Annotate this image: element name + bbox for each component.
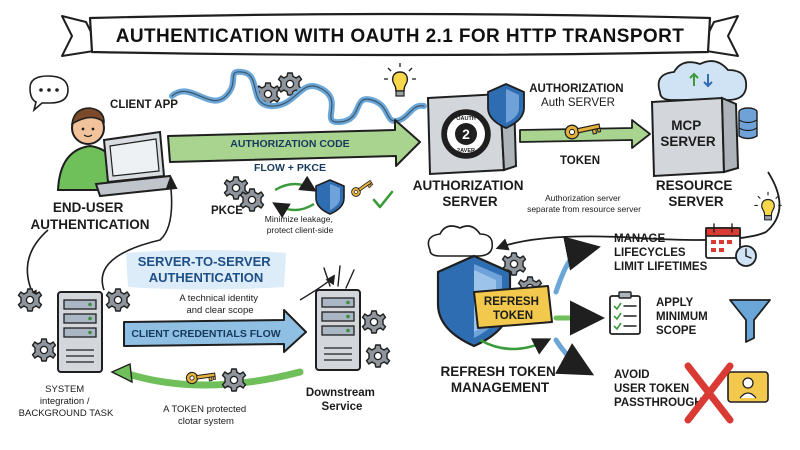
pkce-label: PKCE [211,205,243,217]
lifecycles-label: MANAGE LIFECYCLES LIMIT LIFETIMES [614,233,708,273]
auth-server-top-label: AUTHORIZATION Auth SERVER [529,83,627,109]
system-integration-label: SYSTEM integration / BACKGROUND TASK [19,384,114,419]
clock-icon [735,245,757,267]
auth-code-flow-sublabel: FLOW + PKCE [254,162,326,174]
gear-icon [239,188,265,212]
gear-icon [31,338,57,362]
gear-icon [221,368,247,392]
refresh-badge-label: REFRESH TOKEN [484,296,542,322]
cloud-icon [427,225,494,257]
token-label: TOKEN [560,155,600,167]
cycle-arrows-icon [479,338,552,355]
key-icon [349,177,374,199]
cycle-arrows-icon [272,175,317,219]
mcp-server-label: MCP SERVER [660,118,716,149]
token-protected-note: A TOKEN protected clotar system [163,404,249,427]
cloud-icon [657,60,748,101]
check-icon [372,190,394,209]
gear-icon [365,344,391,368]
speech-bubble-icon [29,75,69,113]
title-banner: AUTHENTICATION WITH OAUTH 2.1 FOR HTTP T… [61,12,739,57]
laptop-icon [94,130,178,198]
page-title: AUTHENTICATION WITH OAUTH 2.1 FOR HTTP T… [116,26,684,47]
resource-server-label: RESOURCE SERVER [656,178,736,209]
auth-code-flow-label: AUTHORIZATION CODE [230,138,349,150]
separation-note: Authorization server separate from resou… [527,193,641,214]
database-icon [738,107,758,140]
gear-icon [361,310,387,334]
end-user-auth-label: END-USER AUTHENTICATION [31,200,150,232]
branch-lifecycles-arrow [553,236,601,295]
antenna-icon [323,265,355,289]
s2s-heading: SERVER-TO-SERVER AUTHENTICATION [138,254,275,285]
pkce-note: Minimize leakage, protect client-side [265,214,335,235]
user-token-icon [727,371,769,403]
system-server-icon [57,291,103,373]
client-app-label: CLIENT APP [110,99,178,111]
system-to-client-arrow [101,177,177,291]
lightbulb-icon [383,62,417,97]
downstream-server-icon [315,289,361,371]
authorization-server-label: AUTHORIZATION SERVER [413,178,528,209]
client-credentials-label: CLIENT CREDENTIALS FLOW [131,328,280,340]
s2s-to-downstream-arrow [299,274,336,301]
refresh-mgmt-label: REFRESH TOKEN MANAGEMENT [440,364,559,395]
oauth-badge-number: 2 [462,126,470,142]
s2s-note: A technical identity and clear scope [179,293,260,316]
cross-icon [684,362,734,424]
return-token-arrow [110,362,304,389]
clipboard-icon [609,291,641,335]
passthrough-label: AVOID USER TOKEN PASSTHROUGH [614,369,703,409]
gear-icon [17,288,43,312]
mcp-server-icon [650,96,740,178]
oauth-badge-bottom: 2AVER [457,148,475,154]
refresh-token-badge: REFRESH TOKEN [473,285,553,329]
s2s-heading-box: SERVER-TO-SERVER AUTHENTICATION [126,250,286,290]
scope-label: APPLY MINIMUM SCOPE [656,297,711,337]
auth-code-flow-arrow: AUTHORIZATION CODE FLOW + PKCE [167,119,421,174]
calendar-icon [705,223,741,259]
client-credentials-arrow: CLIENT CREDENTIALS FLOW [123,309,307,353]
branch-passthrough-arrow [553,337,595,376]
downstream-service-label: Downstream Service [306,387,378,413]
shield-icon [315,179,345,215]
resource-to-refresh-arrow [495,171,781,251]
token-arrow [519,119,651,149]
gear-icon [105,288,131,312]
shield-icon [487,83,525,129]
oauth-badge-top: OAUTH [456,116,476,122]
funnel-icon [729,299,771,343]
